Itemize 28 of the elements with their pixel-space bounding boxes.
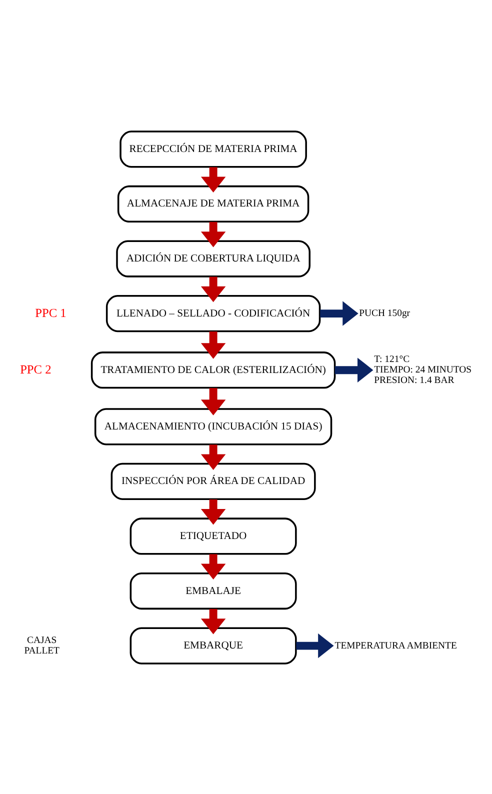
node-text: PUCH 150gr: [359, 308, 410, 319]
label: CAJAS PALLET: [24, 634, 60, 656]
arrow: [200, 330, 226, 358]
node-text: T: 121°C TIEMPO: 24 MINUTOS PRESION: 1.4 BAR: [374, 353, 472, 386]
arrow: [200, 221, 226, 247]
node-label: PPC 2: [20, 362, 52, 376]
node-label: PPC 1: [35, 305, 66, 320]
node-box: TRATAMIENTO DE CALOR (ESTERILIZACIÓN): [90, 351, 336, 388]
node-box: ALMACENAMIENTO (INCUBACIÓN 15 DIAS): [94, 408, 332, 445]
arrow: [200, 276, 226, 302]
arrow: [200, 498, 226, 524]
node-box: INSPECCIÓN POR ÁREA DE CALIDAD: [110, 462, 316, 500]
arrow: [320, 300, 358, 326]
node-box: ETIQUETADO: [130, 517, 297, 554]
arrow: [200, 554, 226, 580]
arrow: [200, 166, 226, 192]
arrow: [200, 444, 226, 470]
arrow: [296, 632, 334, 658]
node-box: RECEPCCIÓN DE MATERIA PRIMA: [120, 130, 307, 168]
arrow: [200, 388, 226, 415]
node-box: EMBARQUE: [130, 626, 297, 664]
node-box: LLENADO – SELLADO - CODIFICACIÓN: [106, 294, 321, 332]
node-box: ALMACENAJE DE MATERIA PRIMA: [117, 184, 310, 222]
node-box: ADICIÓN DE COBERTURA LIQUIDA: [116, 240, 310, 277]
arrow: [334, 357, 374, 382]
node-text: TEMPERATURA AMBIENTE: [334, 640, 457, 651]
arrow: [200, 608, 226, 634]
node-box: EMBALAJE: [130, 572, 297, 610]
